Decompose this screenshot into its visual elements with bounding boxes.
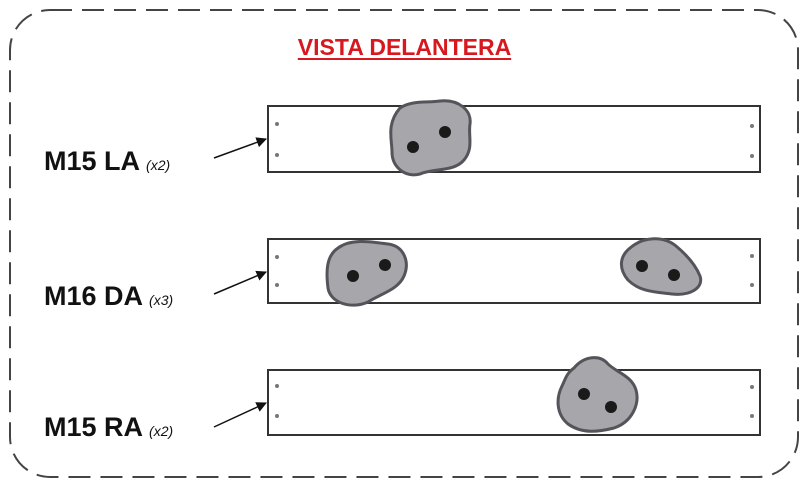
- screw-hole: [275, 255, 279, 259]
- row-label-m15-ra: M15 RA (x2): [44, 412, 173, 443]
- pointer-arrow: [213, 137, 267, 159]
- panel-name: M15 LA: [44, 146, 141, 176]
- screw-hole: [750, 254, 754, 258]
- panel-name: M15 RA: [44, 412, 144, 442]
- screw-hole: [750, 124, 754, 128]
- screw-hole: [275, 153, 279, 157]
- climbing-hold: [620, 237, 703, 296]
- screw-hole: [275, 122, 279, 126]
- panel-quantity: (x3): [149, 292, 174, 308]
- climbing-hold: [556, 356, 639, 433]
- screw-hole: [750, 414, 754, 418]
- row-label-m15-la: M15 LA (x2): [44, 146, 170, 177]
- climbing-hold: [325, 240, 408, 307]
- screw-hole: [750, 385, 754, 389]
- pointer-arrow: [213, 270, 267, 295]
- page-title: VISTA DELANTERA: [297, 34, 512, 60]
- dashed-frame-border: [9, 9, 799, 478]
- hold-bolt: [668, 269, 680, 281]
- panel-board: [267, 369, 761, 436]
- panel-quantity: (x2): [146, 157, 171, 173]
- panel-m15-ra: [213, 356, 761, 436]
- hold-bolt: [407, 141, 419, 153]
- hold-bolt: [379, 259, 391, 271]
- screw-hole: [275, 283, 279, 287]
- panel-m15-la: [213, 99, 761, 177]
- hold-bolt: [439, 126, 451, 138]
- panel-quantity: (x2): [149, 423, 174, 439]
- hold-bolt: [636, 260, 648, 272]
- screw-hole: [275, 414, 279, 418]
- panel-m16-da: [213, 237, 761, 307]
- hold-bolt: [347, 270, 359, 282]
- screw-hole: [275, 384, 279, 388]
- panel-board: [267, 105, 761, 173]
- panel-name: M16 DA: [44, 281, 144, 311]
- screw-hole: [750, 283, 754, 287]
- pointer-arrow: [213, 402, 267, 428]
- hold-bolt: [578, 388, 590, 400]
- screw-hole: [750, 154, 754, 158]
- hold-bolt: [605, 401, 617, 413]
- climbing-hold: [389, 99, 472, 177]
- row-label-m16-da: M16 DA (x3): [44, 281, 173, 312]
